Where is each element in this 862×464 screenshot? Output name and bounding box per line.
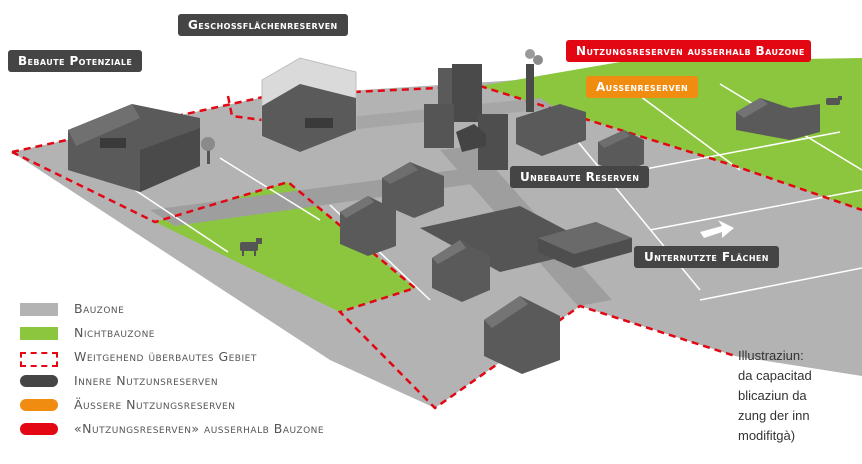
- house-center: [382, 162, 444, 218]
- caption-line: modifitgà): [738, 428, 796, 443]
- legend-item-nichtbauzone: Nichtbauzone: [20, 324, 400, 344]
- factory-mid: [516, 49, 586, 156]
- legend-label: Bauzone: [74, 301, 125, 316]
- factory-building: [68, 104, 200, 192]
- legend-item-bauzone: Bauzone: [20, 300, 400, 320]
- callout-aussenreserven: Aussenreserven: [586, 76, 699, 98]
- inner-reserves-swatch: [20, 375, 58, 387]
- legend-label: Innere Nutzunsreserven: [74, 373, 219, 388]
- nichtbauzone-field-right: [480, 58, 862, 210]
- bauzone-swatch: [20, 303, 58, 316]
- nichtbauzone-swatch: [20, 327, 58, 340]
- flat-store-building: [538, 222, 632, 268]
- tree-left: [201, 137, 215, 164]
- callout-geschossflaechenreserven: Geschossflächenreserven: [178, 14, 348, 36]
- caption-line: zung der inn: [738, 408, 810, 423]
- legend-item-innere-reserven: Innere Nutzunsreserven: [20, 372, 400, 392]
- station-building: [456, 124, 486, 152]
- house-left-1: [340, 196, 396, 256]
- house-left-3: [484, 296, 560, 374]
- house-mid-top: [598, 130, 644, 174]
- parking-arrow-icon: [700, 220, 734, 238]
- cow-right-icon: [826, 96, 842, 105]
- outside-bauzone-swatch: [20, 423, 58, 435]
- legend-item-aeussere-reserven: Äussere Nutzungsreserven: [20, 396, 400, 416]
- dashed-boundary-swatch: [20, 352, 58, 367]
- tower-blocks: [424, 64, 508, 170]
- caption-line: blicaziun da: [738, 388, 807, 403]
- legend-item-ausserhalb-bauzone: «Nutzungsreserven» ausserhalb Bauzone: [20, 420, 400, 440]
- callout-unternutzte-flaechen: Unternutzte Flächen: [634, 246, 779, 268]
- caption-line: Illustraziun:: [738, 348, 804, 363]
- legend-label: «Nutzungsreserven» ausserhalb Bauzone: [74, 421, 325, 436]
- house-left-2: [432, 240, 490, 302]
- caption-text: Illustraziun: da capacitad blicaziun da …: [738, 346, 862, 464]
- farmhouse-right: [736, 98, 820, 140]
- legend-label: Äussere Nutzungsreserven: [74, 397, 236, 412]
- legend-item-ueberbautes-gebiet: Weitgehend überbautes Gebiet: [20, 348, 400, 368]
- legend-label: Nichtbauzone: [74, 325, 155, 340]
- outer-reserves-swatch: [20, 399, 58, 411]
- caption-line: da capacitad: [738, 368, 812, 383]
- callout-nutzungsreserven-ausserhalb: Nutzungsreserven ausserhalb Bauzone: [566, 40, 811, 62]
- callout-unbebaute-reserven: Unbebaute Reserven: [510, 166, 650, 188]
- callout-bebaute-potenziale: Bebaute Potenziale: [8, 50, 143, 72]
- legend-label: Weitgehend überbautes Gebiet: [74, 349, 257, 364]
- cow-left-icon: [240, 238, 262, 256]
- geschossflaechen-building: [261, 57, 357, 153]
